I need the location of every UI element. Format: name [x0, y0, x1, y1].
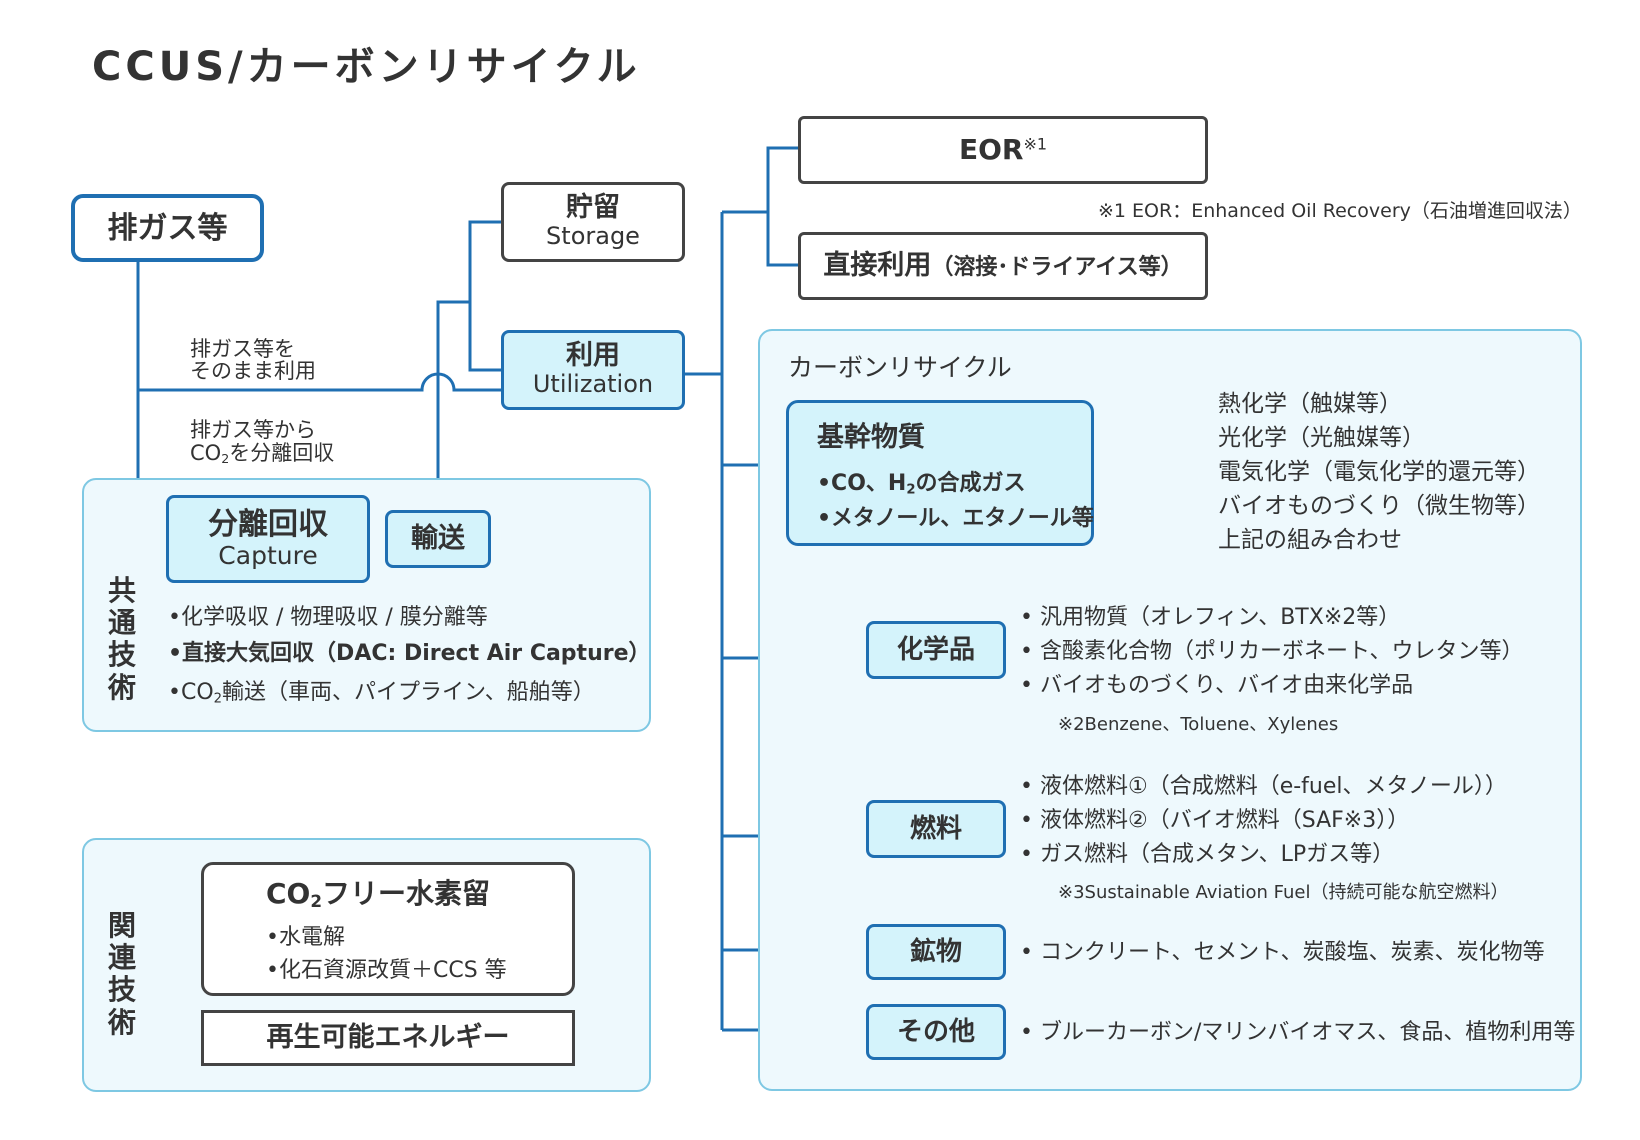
renewable-label: 再生可能エネルギー	[266, 1022, 510, 1054]
base-method-4: バイオものづくり（微生物等）	[1218, 493, 1540, 519]
chemicals-note: ※2Benzene、Toluene、Xylenes	[1058, 714, 1339, 735]
transport-box: 輸送	[385, 510, 491, 568]
chemicals-item-2: • 含酸素化合物（ポリカーボネート、ウレタン等）	[1020, 639, 1524, 664]
hydrogen-title: CO2フリー水素留	[266, 877, 491, 912]
eor-footnote: ※1 EOR：Enhanced Oil Recovery（石油増進回収法）	[1098, 200, 1582, 222]
base-method-1: 熱化学（触媒等）	[1218, 391, 1402, 417]
capture-label-jp: 分離回収	[208, 506, 328, 542]
others-label: その他	[896, 1016, 975, 1047]
carbon-recycle-label: カーボンリサイクル	[788, 353, 1012, 382]
chemicals-box: 化学品	[866, 621, 1006, 679]
base-method-3: 電気化学（電気化学的還元等）	[1218, 459, 1540, 485]
others-item: • ブルーカーボン/マリンバイオマス、食品、植物利用等	[1020, 1020, 1576, 1045]
base-method-5: 上記の組み合わせ	[1218, 527, 1402, 553]
minerals-box: 鉱物	[866, 924, 1006, 980]
chemicals-item-3: • バイオものづくり、バイオ由来化学品	[1020, 673, 1414, 698]
route-direct-label-1: 排ガス等を	[190, 337, 295, 361]
utilization-box: 利用 Utilization	[501, 330, 685, 410]
eor-label: EOR※1	[958, 132, 1048, 166]
common-tech-item-2: •直接大気回収（DAC: Direct Air Capture）	[168, 641, 651, 666]
utilization-label-en: Utilization	[532, 370, 654, 399]
storage-label-en: Storage	[546, 222, 640, 251]
base-material-item-1: •CO、H2の合成ガス	[817, 471, 1026, 498]
hydrogen-item-1: •水電解	[266, 925, 345, 950]
route-direct-label-2: そのまま利用	[190, 359, 316, 383]
line-direct-branch	[766, 212, 798, 267]
hydrogen-item-2: •化石資源改質＋CCS 等	[266, 958, 507, 983]
chemicals-label: 化学品	[896, 634, 975, 665]
base-material-item-2: •メタノール、エタノール等	[817, 506, 1094, 531]
base-material-box: 基幹物質 •CO、H2の合成ガス •メタノール、エタノール等	[786, 400, 1094, 546]
fuels-item-1: • 液体燃料①（合成燃料（e-fuel、メタノール））	[1020, 774, 1507, 799]
source-label: 排ガス等	[107, 210, 228, 246]
transport-label: 輸送	[411, 523, 465, 555]
route-separate-label-2: CO2を分離回収	[190, 441, 335, 467]
direct-use-label: 直接利用（溶接･ドライアイス等）	[823, 250, 1183, 282]
fuels-item-2: • 液体燃料②（バイオ燃料（SAF※3））	[1020, 808, 1410, 833]
fuels-item-3: • ガス燃料（合成メタン、LPガス等）	[1020, 842, 1395, 867]
eor-footnote-mark: ※1	[1023, 134, 1048, 153]
common-tech-label: 共通技術	[107, 574, 136, 704]
capture-box: 分離回収 Capture	[166, 495, 370, 583]
others-box: その他	[866, 1004, 1006, 1060]
storage-label-jp: 貯留	[566, 191, 620, 223]
minerals-item: • コンクリート、セメント、炭酸塩、炭素、炭化物等	[1020, 940, 1545, 965]
capture-label-en: Capture	[218, 540, 318, 570]
common-tech-item-3: •CO2輸送（車両、パイプライン、船舶等）	[168, 680, 595, 707]
utilization-label-jp: 利用	[566, 339, 620, 371]
chemicals-item-1: • 汎用物質（オレフィン、BTX※2等）	[1020, 605, 1401, 630]
minerals-label: 鉱物	[909, 936, 962, 967]
page-title: CCUS/カーボンリサイクル	[92, 44, 641, 90]
fuels-note: ※3Sustainable Aviation Fuel（持続可能な航空燃料）	[1058, 882, 1509, 903]
base-method-2: 光化学（光触媒等）	[1218, 425, 1425, 451]
storage-box: 貯留 Storage	[501, 182, 685, 262]
renewable-box: 再生可能エネルギー	[201, 1010, 575, 1066]
route-separate-label-1: 排ガス等から	[190, 418, 316, 442]
fuels-label: 燃料	[909, 813, 962, 844]
fuels-box: 燃料	[866, 800, 1006, 858]
base-material-title: 基幹物質	[817, 422, 925, 453]
eor-box: EOR※1	[798, 116, 1208, 184]
direct-use-box: 直接利用（溶接･ドライアイス等）	[798, 232, 1208, 300]
related-tech-label: 関連技術	[107, 909, 136, 1039]
common-tech-item-1: •化学吸収 / 物理吸収 / 膜分離等	[168, 605, 488, 630]
line-to-utilization	[468, 302, 503, 372]
hydrogen-box: CO2フリー水素留 •水電解 •化石資源改質＋CCS 等	[201, 862, 575, 996]
line-eor-branch	[722, 146, 798, 214]
source-box: 排ガス等	[71, 194, 264, 262]
